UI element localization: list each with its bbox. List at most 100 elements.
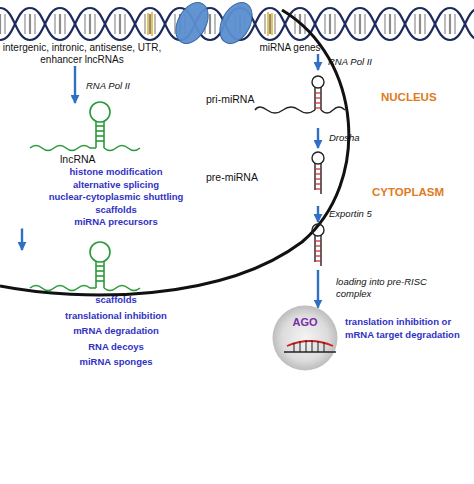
base-pair xyxy=(96,280,104,282)
flow-arrow xyxy=(318,206,319,308)
base-pair xyxy=(315,92,321,93)
rna-loop xyxy=(90,102,110,122)
source-genes: intergenic, intronic, antisense, UTR, en… xyxy=(0,42,164,66)
nuclear-envelope xyxy=(0,10,349,295)
lncrna-functions: scaffoldstranslational inhibitionmRNA de… xyxy=(10,250,200,370)
node-text: pre-miRNA xyxy=(206,171,258,184)
rna-strand xyxy=(30,146,96,151)
rna-stem xyxy=(95,121,97,148)
base-pair xyxy=(315,255,321,256)
arrow-line xyxy=(317,206,319,222)
dna-highlight-pairs xyxy=(148,12,272,36)
node-text: scaffolds xyxy=(10,204,200,217)
rna-loop xyxy=(312,152,324,164)
base-pair xyxy=(315,97,321,98)
flow-arrow xyxy=(318,54,319,70)
flow-arrow xyxy=(318,128,319,148)
pri-mirna-pairs xyxy=(315,93,321,108)
step-note: loading into pre-RISC complex xyxy=(336,276,436,300)
enzyme-label: RNA Pol II xyxy=(328,56,372,67)
dna-base-pair xyxy=(271,13,273,35)
node-text: alternative splicing xyxy=(10,179,200,192)
base-pair xyxy=(96,270,104,272)
base-pair xyxy=(315,183,321,184)
pre-mirna-hairpin xyxy=(312,224,324,266)
base-pair xyxy=(96,130,104,132)
ago-shape xyxy=(272,305,338,371)
lncrna-hairpin xyxy=(30,102,140,151)
pre-mirna-hairpin xyxy=(312,152,324,194)
node-text: intergenic, intronic, antisense, UTR, en… xyxy=(0,42,164,66)
rna-stem xyxy=(95,261,97,288)
nucleosome xyxy=(169,0,214,49)
dna-base-pair xyxy=(147,13,149,35)
source-genes: miRNA genes xyxy=(238,42,342,54)
base-pair xyxy=(315,102,321,103)
rna-strand xyxy=(30,286,96,291)
rna-strand xyxy=(104,286,140,291)
base-pair xyxy=(96,140,104,142)
ago-circle: AGO xyxy=(272,305,338,371)
base-pair xyxy=(96,275,104,277)
node-text: AGO xyxy=(272,316,338,328)
function-note: translation inhibition or mRNA target de… xyxy=(345,316,473,341)
base-pair xyxy=(96,265,104,267)
base-pair xyxy=(315,250,321,251)
arrow-line xyxy=(317,270,319,308)
lncrna-node: lncRNAhistone modificationalternative sp… xyxy=(10,103,200,229)
node-text: mRNA degradation xyxy=(10,323,200,339)
node-text: miRNA precursors xyxy=(10,216,200,229)
base-pair xyxy=(315,168,321,169)
flow-arrow xyxy=(75,66,76,103)
base-pair xyxy=(315,173,321,174)
arrow-line xyxy=(317,128,319,148)
arrow-line xyxy=(21,229,23,251)
base-pair xyxy=(96,135,104,137)
enzyme-label: Exportin 5 xyxy=(329,208,372,219)
compartment-label: NUCLEUS xyxy=(381,91,437,103)
node-heading: lncRNA xyxy=(60,153,200,166)
rna-stem xyxy=(103,121,105,148)
node-text: nuclear-cytoplasmic shuttling xyxy=(10,191,200,204)
node-text: pri-miRNA xyxy=(206,93,254,106)
base-pair xyxy=(315,178,321,179)
base-pair xyxy=(315,245,321,246)
mirna-stage: pre-miRNA xyxy=(200,148,350,206)
node-text: histone modification xyxy=(10,166,200,179)
node-text: scaffolds xyxy=(10,292,200,308)
lncrna-hairpin xyxy=(30,242,140,291)
rna-loop xyxy=(312,224,324,236)
rna-loop xyxy=(90,242,110,262)
rna-loop xyxy=(312,76,324,88)
node-text: miRNA genes xyxy=(238,42,342,54)
rna-strand xyxy=(255,107,315,113)
base-pair xyxy=(96,125,104,127)
mirna-stage: pri-miRNA xyxy=(200,70,350,128)
rna-stem xyxy=(314,235,315,262)
flow-arrow xyxy=(22,229,23,251)
nucleosome xyxy=(213,0,258,49)
rna-strand xyxy=(321,107,345,113)
rna-strand xyxy=(104,146,140,151)
base-pair xyxy=(315,260,321,261)
node-text: RNA decoys xyxy=(10,339,200,355)
arrow-line xyxy=(317,54,319,70)
ago-outline xyxy=(273,306,338,371)
base-pair xyxy=(315,188,321,189)
enzyme-label: RNA Pol II xyxy=(86,80,130,91)
edge-group xyxy=(22,54,318,308)
pri-mirna-hairpin xyxy=(255,76,345,113)
rna-stem xyxy=(314,163,315,190)
base-pair xyxy=(315,107,321,108)
dna-base-pair xyxy=(151,12,153,36)
node-text: miRNA sponges xyxy=(10,354,200,370)
enzyme-label: Drosha xyxy=(329,132,360,143)
arrow-line xyxy=(74,66,76,103)
base-pair xyxy=(315,240,321,241)
rna-stem xyxy=(103,261,105,288)
compartment-label: CYTOPLASM xyxy=(372,186,444,198)
dna-base-pair xyxy=(267,12,269,36)
